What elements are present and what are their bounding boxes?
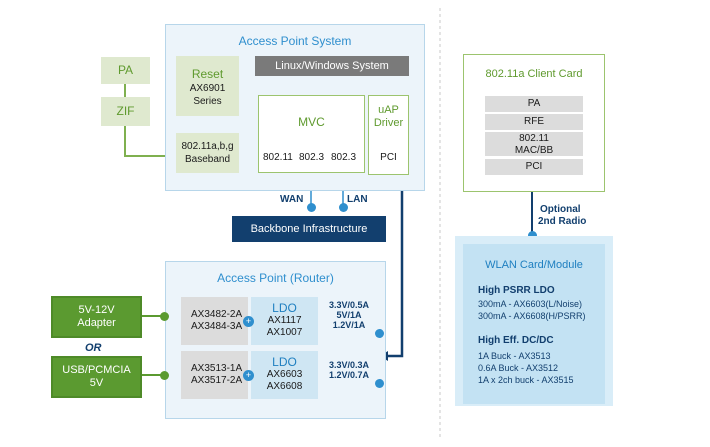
usb-line1: USB/PCMCIA <box>62 364 131 376</box>
router-row1-outputs: 3.3V/0.5A 5V/1A 1.2V/1A <box>320 300 378 330</box>
router-row1-part1: AX3482-2A <box>191 309 243 320</box>
wlan-dcdc-title: High Eff. DC/DC <box>478 335 554 346</box>
mvc-port-8023-lan: 802.3 <box>331 152 357 163</box>
wlan-dcdc-1: 1A Buck - AX3513 <box>478 351 551 361</box>
reset-title: Reset <box>191 67 224 81</box>
mvc-block <box>258 95 365 173</box>
router-row1-ldo-part1: AX1117 <box>267 315 302 326</box>
usb-block: USB/PCMCIA 5V <box>51 356 142 398</box>
router-row1-part2: AX3484-3A <box>191 321 243 332</box>
wlan-psrr-2: 300mA - AX6608(H/PSRR) <box>478 311 586 321</box>
optional-line2: 2nd Radio <box>538 216 587 227</box>
lan-arrow-icon <box>339 203 348 212</box>
mvc-port-80211: 802.11 <box>263 152 293 163</box>
router-row2-out2: 1.2V/0.7A <box>328 370 370 380</box>
uap-driver-block <box>368 95 409 175</box>
router-row2-ldo: LDO AX6603 AX6608 <box>251 351 318 399</box>
optional-radio-arrow-icon <box>528 231 537 240</box>
router-row2-ldo-label: LDO <box>272 355 297 369</box>
reset-block: Reset AX6901 Series <box>176 56 239 116</box>
wlan-psrr-1: 300mA - AX6603(L/Noise) <box>478 299 583 309</box>
access-point-system-title: Access Point System <box>238 34 352 48</box>
wlan-dcdc-2: 0.6A Buck - AX3512 <box>478 363 559 373</box>
router-row1-out1: 3.3V/0.5A <box>328 300 370 310</box>
or-label: OR <box>85 342 102 354</box>
client-row-pci: PCI <box>485 159 583 175</box>
router-row1-out2: 5V/1A <box>336 310 362 320</box>
usb-arrow-icon <box>160 371 169 380</box>
wlan-title: WLAN Card/Module <box>485 259 583 271</box>
pa-block: PA <box>101 57 150 84</box>
router-row2-parts: AX3513-1A AX3517-2A <box>181 351 248 399</box>
router-row2-plus-icon: + <box>243 370 254 381</box>
zif-block: ZIF <box>101 97 150 126</box>
router-row2-outputs: 3.3V/0.3A 1.2V/0.7A <box>320 360 378 380</box>
backbone-infrastructure: Backbone Infrastructure <box>232 216 386 242</box>
router-row2-ldo-part1: AX6603 <box>266 369 303 380</box>
router-row1-parts: AX3482-2A AX3484-3A <box>181 297 248 345</box>
uap-pci-label: PCI <box>380 152 397 163</box>
client-row-rfe: RFE <box>485 114 583 130</box>
mvc-port-8023-wan: 802.3 <box>299 152 325 163</box>
lan-label: LAN <box>347 194 368 205</box>
reset-series: Series <box>193 96 222 107</box>
client-row-mac-bb: 802.11 MAC/BB <box>485 132 583 156</box>
router-row2-out1: 3.3V/0.3A <box>328 360 370 370</box>
client-row-80211: 802.11 <box>519 133 549 144</box>
wan-label: WAN <box>280 194 304 205</box>
wlan-dcdc-3: 1A x 2ch buck - AX3515 <box>478 375 574 385</box>
router-row2-out-arrow-icon <box>375 379 384 388</box>
router-row2-part2: AX3517-2A <box>191 375 243 386</box>
baseband-line2: Baseband <box>184 154 231 165</box>
client-card-title: 802.11a Client Card <box>485 68 583 80</box>
router-row1-plus-icon: + <box>243 316 254 327</box>
adapter-block: 5V-12V Adapter <box>51 296 142 338</box>
router-row1-out-arrow-icon <box>375 329 384 338</box>
baseband-block: 802.11a,b,g Baseband <box>176 133 239 173</box>
adapter-arrow-icon <box>160 312 169 321</box>
router-title: Access Point (Router) <box>217 271 334 285</box>
client-row-pa: PA <box>485 96 583 112</box>
optional-line1: Optional <box>540 204 581 215</box>
router-row1-ldo: LDO AX1117 AX1007 <box>251 297 318 345</box>
os-bar: Linux/Windows System <box>255 56 409 76</box>
mvc-title: MVC <box>298 115 325 129</box>
wan-arrow-icon <box>307 203 316 212</box>
router-row2-ldo-part2: AX6608 <box>266 381 303 392</box>
client-row-macbb: MAC/BB <box>514 145 554 156</box>
router-row2-part1: AX3513-1A <box>191 363 243 374</box>
usb-line2: 5V <box>89 377 104 389</box>
router-row1-ldo-label: LDO <box>272 301 297 315</box>
uap-line2: Driver <box>373 117 404 129</box>
uap-line1: uAP <box>378 104 399 116</box>
baseband-line1: 802.11a,b,g <box>181 141 234 152</box>
wlan-inner <box>463 244 605 404</box>
adapter-line2: Adapter <box>77 317 116 329</box>
wlan-psrr-title: High PSRR LDO <box>478 285 555 296</box>
reset-model: AX6901 <box>189 83 226 94</box>
router-row1-out3: 1.2V/1A <box>332 320 366 330</box>
adapter-line1: 5V-12V <box>78 304 115 316</box>
router-row1-ldo-part2: AX1007 <box>266 327 303 338</box>
